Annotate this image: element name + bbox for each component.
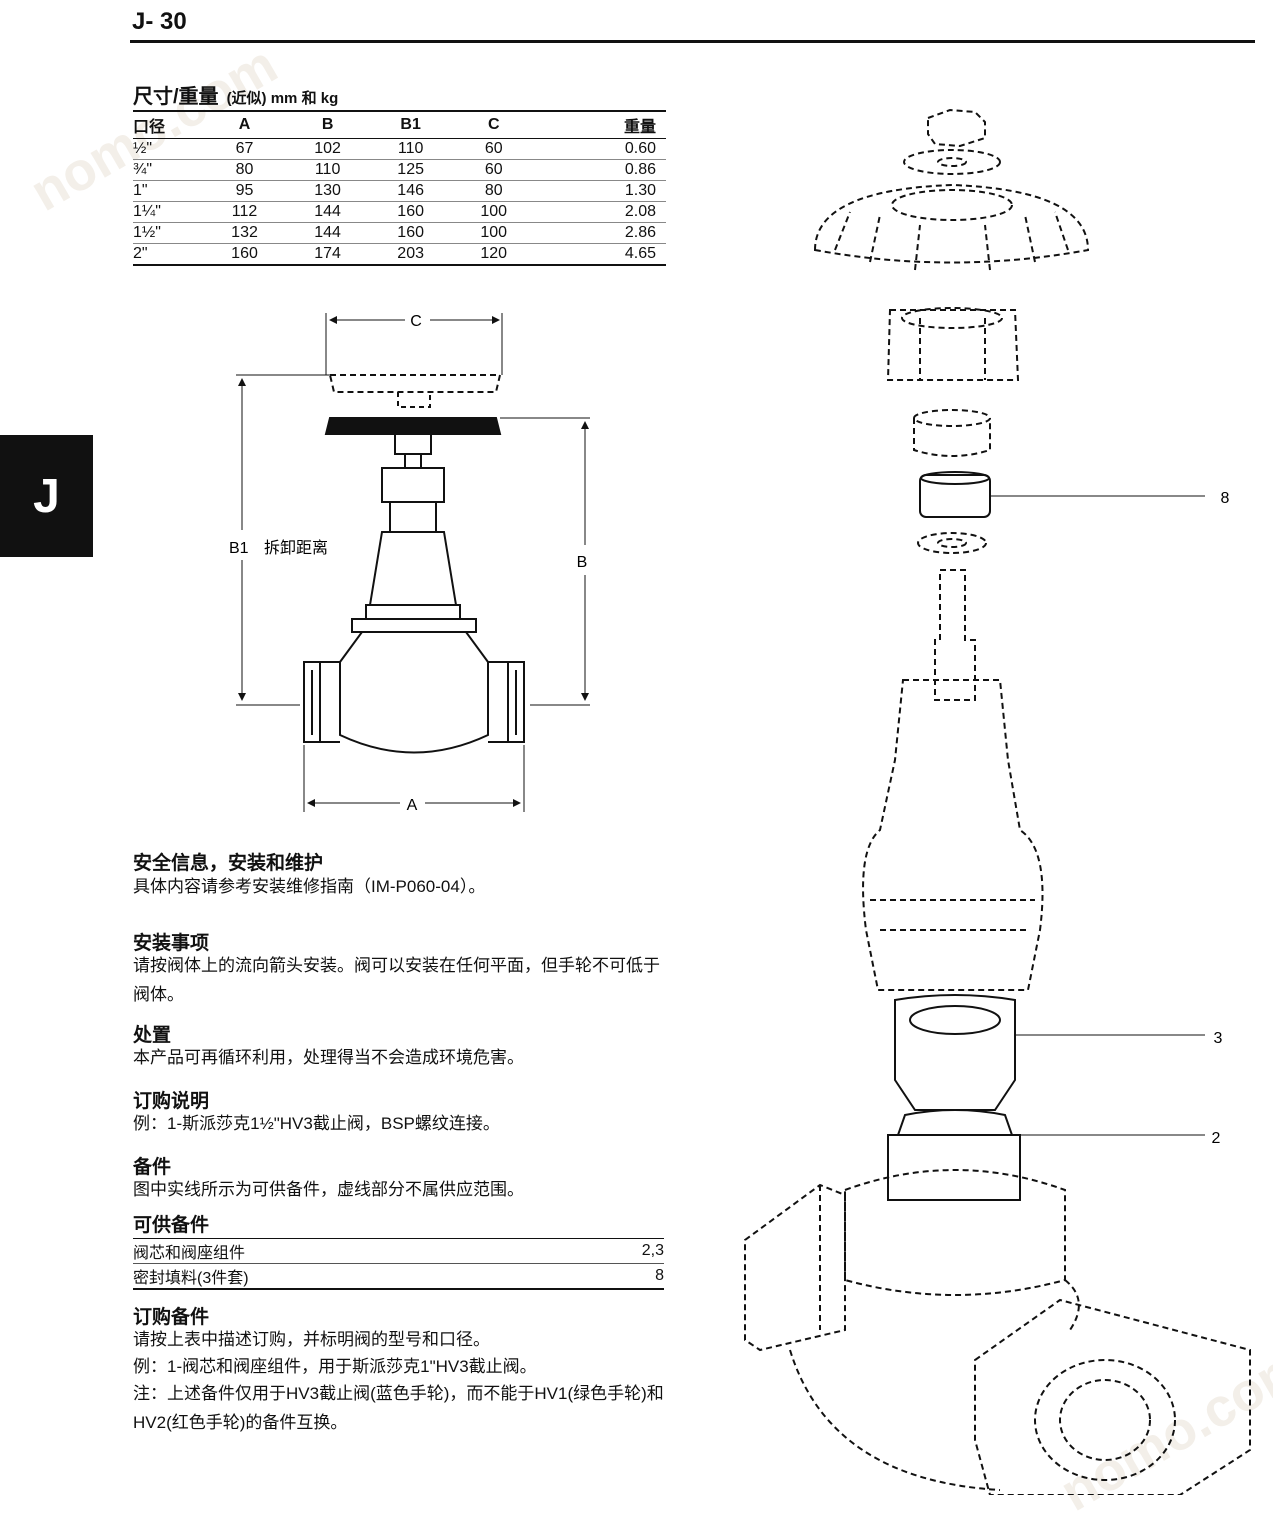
callout-3: 3 — [1214, 1030, 1223, 1047]
table-cell: 144 — [286, 201, 370, 223]
table-cell: 60 — [452, 159, 536, 181]
callout-8: 8 — [1221, 490, 1230, 507]
table-header-row: 口径 A B B1 C 重量 — [133, 111, 666, 139]
dimension-label-a: A — [407, 797, 418, 814]
install-heading: 安装事项 — [133, 933, 210, 954]
spare-name: 阀芯和阀座组件 — [133, 1238, 579, 1264]
table-cell: 120 — [452, 243, 536, 266]
spares-heading: 备件 — [133, 1157, 172, 1178]
table-cell: 80 — [452, 180, 536, 202]
spare-ref: 2,3 — [578, 1238, 664, 1264]
order-info-text: 例：1-斯派莎克1½"HV3截止阀，BSP螺纹连接。 — [133, 1114, 500, 1133]
table-cell: 160 — [369, 222, 453, 244]
ordering-spares-line2: 例：1-阀芯和阀座组件，用于斯派莎克1"HV3截止阀。 — [133, 1357, 537, 1376]
table-cell: 203 — [369, 243, 453, 266]
table-cell: 102 — [286, 138, 370, 160]
available-spares-table: 阀芯和阀座组件 2,3 密封填料(3件套) 8 — [133, 1238, 664, 1290]
spare-ref: 8 — [578, 1263, 664, 1290]
dimension-label-c: C — [410, 313, 422, 330]
table-cell: 1½" — [133, 222, 203, 244]
table-cell: 144 — [286, 222, 370, 244]
dimension-label-b1: B1 — [229, 540, 249, 557]
safety-heading: 安全信息，安装和维护 — [133, 853, 324, 874]
disposal-text: 本产品可再循环利用，处理得当不会造成环境危害。 — [133, 1048, 524, 1067]
header-rule — [130, 40, 1255, 43]
column-header: C — [452, 111, 536, 139]
dimensions-subtitle: (近似) mm 和 kg — [226, 90, 339, 107]
table-cell: 2" — [133, 243, 203, 266]
spares-text: 图中实线所示为可供备件，虚线部分不属供应范围。 — [133, 1180, 524, 1199]
column-header: B1 — [369, 111, 453, 139]
column-header: B — [286, 111, 370, 139]
table-row: 密封填料(3件套) 8 — [133, 1263, 664, 1290]
callout-2: 2 — [1212, 1130, 1221, 1147]
removal-distance-label: 拆卸距离 — [264, 539, 328, 557]
table-cell: 67 — [203, 138, 287, 160]
page-number: J- 30 — [132, 8, 187, 35]
table-cell: ¾" — [133, 159, 203, 181]
exploded-view-drawing: 8 3 2 — [744, 108, 1251, 1495]
disposal-heading: 处置 — [133, 1025, 172, 1046]
valve-dimension-drawing: C B1 拆卸距离 B A — [229, 313, 590, 814]
table-cell: 125 — [369, 159, 453, 181]
spare-name: 密封填料(3件套) — [133, 1263, 579, 1290]
table-cell: 4.65 — [535, 243, 666, 266]
column-header: 口径 — [133, 111, 203, 139]
available-spares-heading: 可供备件 — [133, 1215, 210, 1236]
table-cell: 100 — [452, 222, 536, 244]
dimensions-title: 尺寸/重量 (近似) mm 和 kg — [133, 80, 338, 109]
table-cell: 80 — [203, 159, 287, 181]
table-cell: 146 — [369, 180, 453, 202]
column-header: 重量 — [535, 111, 666, 139]
dimensions-title-text: 尺寸/重量 — [133, 86, 219, 108]
table-cell: 1" — [133, 180, 203, 202]
section-tab: J — [0, 435, 93, 557]
table-cell: 110 — [286, 159, 370, 181]
table-cell: 130 — [286, 180, 370, 202]
table-cell: 112 — [203, 201, 287, 223]
table-cell: 95 — [203, 180, 287, 202]
column-header: A — [203, 111, 287, 139]
order-info-heading: 订购说明 — [133, 1091, 210, 1112]
ordering-spares-note: 注：上述备件仅用于HV3截止阀(蓝色手轮)，而不能于HV1(绿色手轮)和HV2(… — [133, 1384, 664, 1432]
install-text: 请按阀体上的流向箭头安装。阀可以安装在任何平面，但手轮不可低于阀体。 — [133, 956, 660, 1004]
table-cell: 100 — [452, 201, 536, 223]
table-cell: 2.08 — [535, 201, 666, 223]
table-cell: 132 — [203, 222, 287, 244]
table-cell: 174 — [286, 243, 370, 266]
table-cell: 160 — [369, 201, 453, 223]
table-cell: 0.60 — [535, 138, 666, 160]
safety-text: 具体内容请参考安装维修指南（IM-P060-04）。 — [133, 877, 486, 896]
table-cell: 1¼" — [133, 201, 203, 223]
table-cell: 0.86 — [535, 159, 666, 181]
table-cell: 110 — [369, 138, 453, 160]
ordering-spares-line1: 请按上表中描述订购，并标明阀的型号和口径。 — [133, 1330, 490, 1349]
table-row: 阀芯和阀座组件 2,3 — [133, 1238, 664, 1264]
table-cell: 160 — [203, 243, 287, 266]
table-cell: 1.30 — [535, 180, 666, 202]
table-cell: 2.86 — [535, 222, 666, 244]
dimension-label-b: B — [577, 554, 588, 571]
table-cell: ½" — [133, 138, 203, 160]
table-cell: 60 — [452, 138, 536, 160]
ordering-spares-heading: 订购备件 — [133, 1307, 210, 1328]
